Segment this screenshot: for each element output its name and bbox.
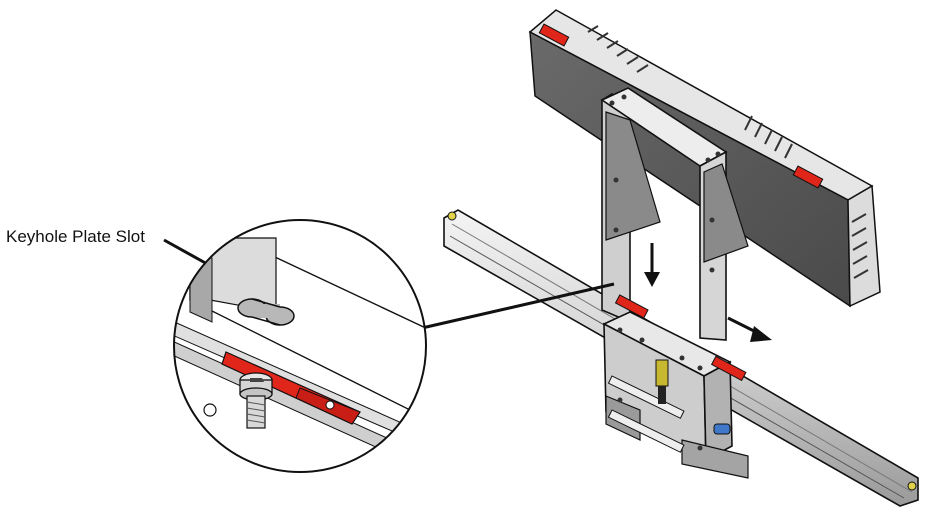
callout-label: Keyhole Plate Slot bbox=[6, 227, 145, 246]
socket-bolt-icon bbox=[239, 372, 273, 429]
keyhole-slot-icon bbox=[237, 298, 295, 326]
diagonal-arrow-icon bbox=[727, 316, 772, 342]
vertical-frame bbox=[600, 87, 749, 341]
down-arrow-icon bbox=[644, 243, 660, 287]
mount-block bbox=[602, 294, 749, 479]
detail-magnifier bbox=[173, 219, 427, 473]
